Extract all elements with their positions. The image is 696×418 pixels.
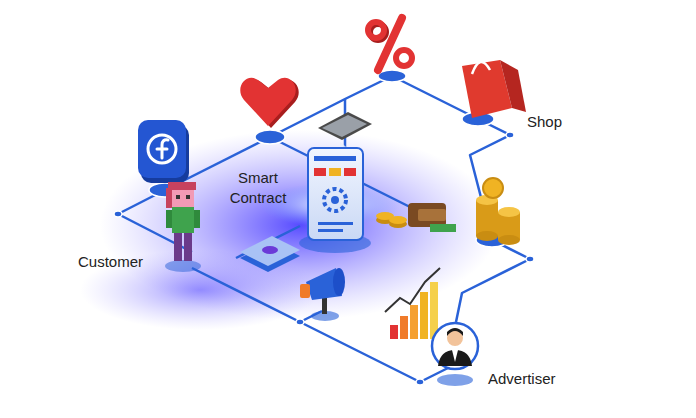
smart-contract-panel (308, 148, 363, 240)
smart-contract-panel (324, 189, 346, 211)
circuit-wire (392, 76, 478, 119)
percent-icon (396, 50, 412, 66)
customer-figure (166, 210, 172, 228)
customer-figure (176, 195, 180, 199)
megaphone-icon (333, 268, 345, 296)
coins-icon (476, 200, 498, 236)
customer-figure (172, 207, 194, 233)
bar-chart (420, 292, 428, 339)
megaphone-icon (300, 284, 310, 298)
customer-figure (174, 233, 182, 261)
icon-label: Advertiser (488, 369, 556, 389)
customer-figure (168, 182, 196, 190)
smart-contract-panel (318, 229, 343, 232)
shopping-bag-icon (472, 62, 490, 74)
shopping-bag-icon (462, 60, 526, 118)
customer-figure (186, 195, 190, 199)
circuit-wire (456, 240, 530, 322)
smart-contract-panel (299, 148, 371, 253)
advertiser-figure (437, 374, 473, 386)
bar-chart (400, 316, 408, 339)
smart-contract-panel (314, 168, 326, 176)
facebook-icon (138, 120, 189, 183)
percent-icon (368, 18, 412, 70)
circuit-wire (192, 268, 322, 322)
customer-figure (194, 210, 200, 228)
wire-node (296, 319, 304, 325)
megaphone-icon (300, 268, 345, 321)
wallet-icon (430, 224, 456, 232)
bar-chart (410, 305, 418, 339)
facebook-icon (157, 140, 168, 158)
facebook-icon (138, 120, 186, 178)
wire-node (114, 211, 122, 217)
smart-contract-panel (314, 156, 356, 161)
percent-icon (378, 18, 402, 70)
coins-icon (483, 178, 503, 198)
smart-contract-panel (318, 222, 353, 225)
wire-node (114, 70, 534, 385)
wallet-icon (408, 203, 456, 232)
wire-node (506, 132, 514, 138)
bar-chart (385, 268, 440, 339)
advertiser-figure (432, 323, 478, 386)
facebook-icon (148, 135, 176, 163)
coins-icon (376, 178, 520, 245)
coins-icon (498, 207, 520, 217)
advertiser-figure (452, 350, 458, 362)
smart-contract-panel (344, 168, 356, 176)
button-pad (262, 246, 278, 254)
wire-node (378, 70, 406, 82)
coins-icon (389, 216, 407, 224)
button-pad (240, 236, 300, 266)
icon-label: Smart Contract (220, 168, 296, 207)
customer-figure (184, 233, 192, 261)
shopping-bag-icon (500, 60, 526, 112)
percent-icon (368, 22, 384, 38)
wallet-icon (408, 203, 446, 227)
wire-node (255, 130, 285, 144)
advertiser-figure (438, 350, 472, 366)
heart-icon (240, 78, 298, 128)
coins-icon (476, 231, 498, 241)
advertiser-figure (447, 328, 463, 336)
advertiser-figure (432, 323, 478, 369)
bar-chart (385, 268, 440, 312)
phone-icon (318, 112, 372, 140)
heart-icon (240, 78, 295, 126)
megaphone-icon (322, 296, 327, 314)
circuit-wire (118, 76, 530, 382)
wire-node (526, 256, 534, 262)
bar-chart (390, 325, 398, 339)
wire-node (416, 379, 424, 385)
button-pad (240, 236, 300, 272)
icon-label: Shop (527, 112, 562, 132)
smart-contract-panel (331, 196, 339, 204)
customer-figure (165, 182, 201, 272)
smart-contract-panel (329, 168, 341, 176)
coins-icon (498, 235, 520, 245)
wallet-icon (418, 209, 446, 221)
customer-figure (166, 188, 172, 208)
icon-label: Customer (78, 252, 143, 272)
phone-icon (322, 115, 367, 137)
customer-figure (165, 260, 201, 272)
circuit-wire (300, 322, 452, 382)
